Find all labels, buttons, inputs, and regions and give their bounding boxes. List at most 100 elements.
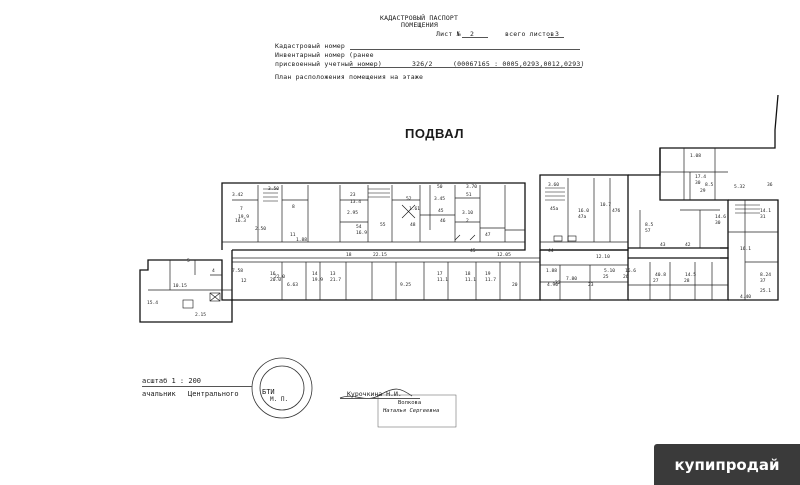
room-label: 13 bbox=[330, 271, 336, 277]
sheet-label: Лист № bbox=[436, 30, 461, 38]
room-label: 11 bbox=[290, 232, 296, 238]
mp-label: М. П. bbox=[270, 396, 289, 403]
room-label: 15.4 bbox=[147, 300, 158, 306]
room-label: 1.61 bbox=[409, 206, 420, 212]
inventory-codes: (00067165 : 0005,0293,0012,0293) bbox=[453, 60, 585, 68]
room-label: 19 bbox=[485, 271, 491, 277]
room-label: 8 bbox=[292, 204, 295, 210]
room-label: 3.70 bbox=[466, 184, 477, 190]
room-label: 18 bbox=[465, 271, 471, 277]
room-label: 7.80 bbox=[566, 276, 577, 282]
room-label: 45a bbox=[550, 206, 559, 212]
room-label: 2.15 bbox=[195, 312, 206, 318]
room-label: 44 bbox=[548, 248, 554, 254]
assigned-label: присвоенный учетный номер) bbox=[275, 60, 382, 68]
sheets-total-underline bbox=[548, 37, 564, 38]
sheet-number-underline bbox=[462, 37, 488, 38]
room-label: 1.88 bbox=[546, 268, 557, 274]
room-label: 2.50 bbox=[255, 226, 266, 232]
room-label: 43 bbox=[660, 242, 666, 248]
room-label: 14.1 bbox=[760, 208, 771, 214]
room-label: 3.10 bbox=[462, 210, 473, 216]
room-label: 18 bbox=[346, 252, 352, 258]
room-label: 4 bbox=[212, 268, 215, 274]
plan-stairs bbox=[263, 187, 760, 241]
room-label: 14 bbox=[312, 271, 318, 277]
room-label: 5 bbox=[187, 258, 190, 264]
room-label: 9.25 bbox=[400, 282, 411, 288]
room-label: 3.45 bbox=[434, 196, 445, 202]
room-label: 12.05 bbox=[497, 252, 511, 258]
plan-inner-walls bbox=[148, 148, 778, 300]
room-label: 31 bbox=[760, 214, 766, 220]
room-label: 5.10 bbox=[604, 268, 615, 274]
room-label: 37 bbox=[760, 278, 766, 284]
room-label: 16 bbox=[270, 271, 276, 277]
room-label: 2 bbox=[466, 218, 469, 224]
room-label: 17.4 bbox=[695, 174, 706, 180]
cadastral-number-line bbox=[350, 49, 580, 50]
room-label: 26 bbox=[623, 274, 629, 280]
room-label: 48 bbox=[410, 222, 416, 228]
room-label: 23 bbox=[588, 282, 594, 288]
room-label: 30 bbox=[715, 220, 721, 226]
room-label: 40.8 bbox=[655, 272, 666, 278]
room-label: 8.24 bbox=[760, 272, 771, 278]
room-label: 10.15 bbox=[173, 283, 187, 289]
room-label: 45 bbox=[470, 248, 476, 254]
plan-label: План расположения помещения на этаже bbox=[275, 73, 424, 81]
room-label: 28 bbox=[684, 278, 690, 284]
room-label: 57 bbox=[645, 228, 651, 234]
room-label: 55 bbox=[380, 222, 386, 228]
signature-underline bbox=[340, 398, 420, 399]
room-label: 7 bbox=[240, 206, 243, 212]
plan-outer-walls bbox=[139, 94, 779, 323]
room-label: 19.9 bbox=[238, 214, 249, 220]
room-label: 22 bbox=[555, 280, 561, 286]
room-label: 22.0 bbox=[274, 274, 285, 280]
room-label: 3.50 bbox=[268, 186, 279, 192]
room-label: 21.7 bbox=[330, 277, 341, 283]
watermark-logo: купипродай bbox=[654, 444, 800, 485]
room-label: 22.15 bbox=[373, 252, 387, 258]
room-label: 14.5 bbox=[685, 272, 696, 278]
executor-name: Волкова bbox=[398, 400, 422, 406]
room-label: 8.5 bbox=[645, 222, 654, 228]
room-label: 30 bbox=[695, 180, 701, 186]
scale-text: асштаб 1 : 200 bbox=[142, 377, 202, 385]
floor-title: ПОДВАЛ bbox=[405, 126, 464, 141]
inventory-label: Инвентарный номер (ранее bbox=[275, 51, 374, 59]
room-label: 1.88 bbox=[296, 237, 307, 243]
room-label: 20 bbox=[512, 282, 518, 288]
room-label: 16.0 bbox=[578, 208, 589, 214]
room-label: 25 bbox=[603, 274, 609, 280]
room-labels: 3.503.42719.9816.3111.882.502313.42.9554… bbox=[147, 153, 773, 318]
room-label: 11.7 bbox=[485, 277, 496, 283]
room-label: 4.90 bbox=[547, 282, 558, 288]
sheets-total: 3 bbox=[555, 30, 560, 38]
room-label: 16.3 bbox=[235, 218, 246, 224]
room-label: 42 bbox=[685, 242, 691, 248]
room-label: 17 bbox=[437, 271, 443, 277]
room-label: 12.10 bbox=[596, 254, 610, 260]
signature-name: Курочкина Н.И. bbox=[347, 390, 402, 398]
sheet-number: 2 bbox=[470, 30, 475, 38]
room-label: 47б bbox=[612, 207, 621, 214]
room-label: 25.1 bbox=[760, 288, 771, 294]
room-label: 5.32 bbox=[734, 184, 745, 190]
room-label: 1.08 bbox=[690, 153, 701, 159]
room-label: 4.40 bbox=[740, 294, 751, 300]
bti-label: БТИ bbox=[262, 388, 275, 396]
room-label: 3.42 bbox=[232, 192, 243, 198]
cadastral-number-label: Кадастровый номер bbox=[275, 42, 345, 50]
official-stamp bbox=[251, 357, 313, 419]
room-label: 3.60 bbox=[548, 182, 559, 188]
room-label: 23 bbox=[350, 192, 356, 198]
room-label: 11.1 bbox=[437, 277, 448, 283]
room-label: 45 bbox=[438, 208, 444, 214]
room-label: 50 bbox=[437, 184, 443, 190]
room-label: 14.6 bbox=[715, 214, 726, 220]
chief-label: ачальник bbox=[142, 390, 176, 398]
